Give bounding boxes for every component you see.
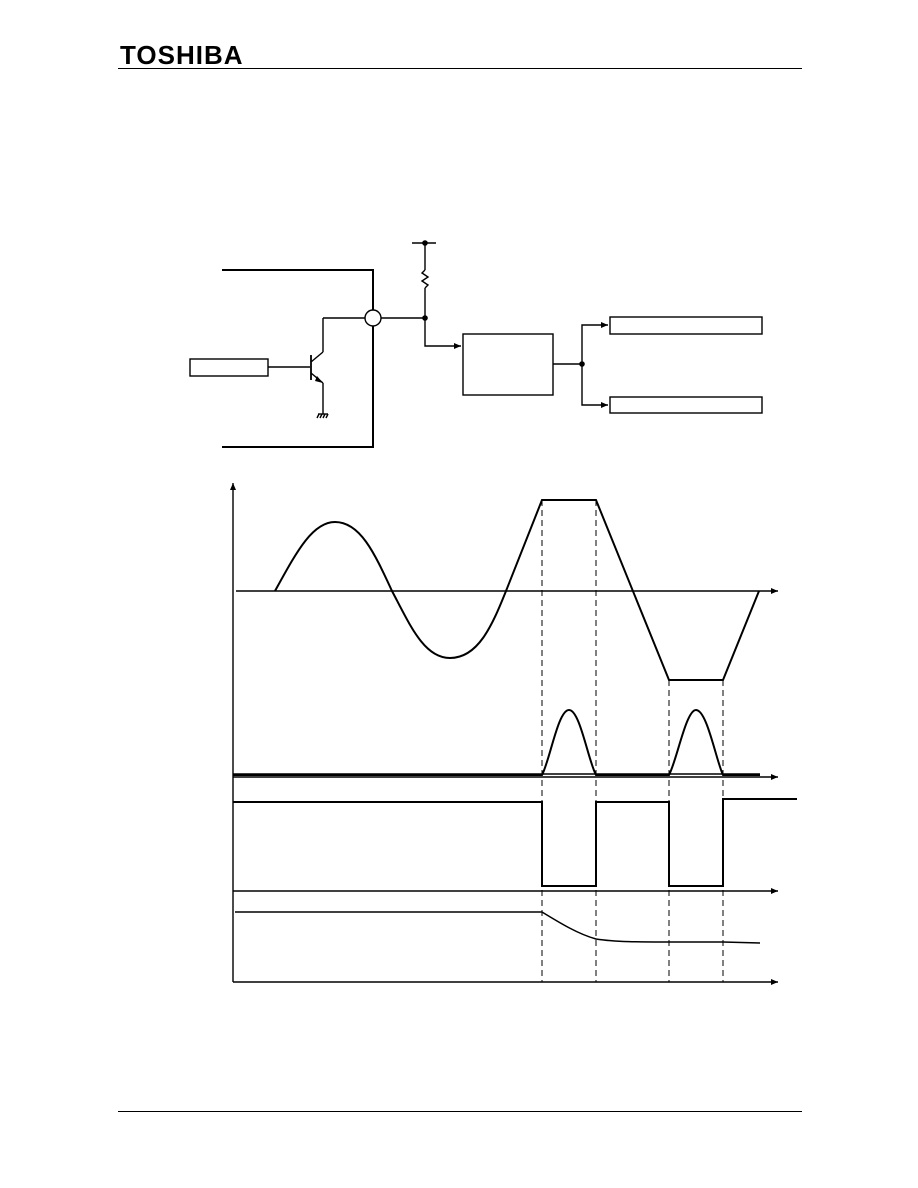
buffer-block — [462, 333, 554, 396]
npn-transistor — [310, 317, 365, 414]
decay-waveform — [235, 911, 761, 944]
timing-diagram — [230, 483, 797, 985]
input-box — [189, 358, 269, 377]
toshiba-logo: TOSHIBA — [120, 40, 244, 70]
input-waveform — [274, 499, 760, 681]
ground-symbol — [316, 413, 329, 419]
ic-boundary — [222, 269, 374, 448]
pulse-waveform — [233, 708, 760, 776]
header-rule — [118, 68, 802, 69]
output-box-top — [609, 316, 763, 335]
footer-rule — [118, 1111, 802, 1112]
dashed-guides — [541, 500, 724, 982]
supply-node — [422, 240, 428, 246]
output-box-bottom — [609, 396, 763, 414]
terminal-pin — [364, 309, 382, 327]
logic-output-waveform — [233, 798, 797, 887]
circuit-block — [189, 240, 763, 448]
pullup-resistor — [412, 242, 436, 318]
